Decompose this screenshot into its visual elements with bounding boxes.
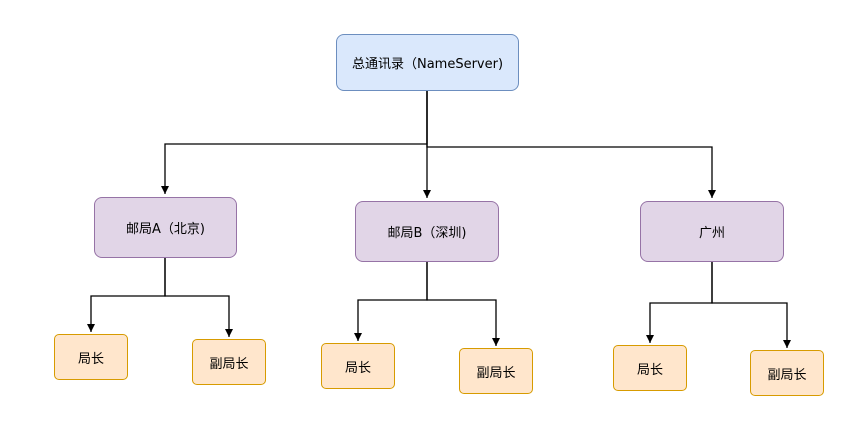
office-node-guangzhou[interactable]: 广州 — [640, 201, 784, 262]
office-node-a[interactable]: 邮局A（北京) — [94, 197, 237, 258]
office-a-deputy-label: 副局长 — [209, 356, 249, 372]
edge-office-a-to-deputy — [164, 258, 233, 337]
guangzhou-chief-label: 局长 — [636, 362, 663, 378]
guangzhou-deputy-node[interactable]: 副局长 — [750, 350, 824, 396]
guangzhou-chief-node[interactable]: 局长 — [613, 345, 687, 391]
guangzhou-deputy-label: 副局长 — [767, 367, 807, 383]
edge-office-b-to-chief — [354, 262, 428, 341]
office-guangzhou-label: 广州 — [698, 226, 725, 241]
edge-guangzhou-to-chief — [646, 262, 713, 343]
root-node-nameserver[interactable]: 总通讯录（NameServer) — [336, 34, 519, 91]
edge-root-to-office-a — [161, 91, 428, 194]
office-a-chief-node[interactable]: 局长 — [54, 334, 128, 380]
office-node-b[interactable]: 邮局B（深圳) — [355, 201, 499, 262]
edge-office-b-to-deputy — [426, 262, 500, 346]
office-a-chief-label: 局长 — [77, 351, 104, 367]
office-b-chief-node[interactable]: 局长 — [321, 343, 395, 389]
office-b-deputy-node[interactable]: 副局长 — [459, 348, 533, 394]
office-a-deputy-node[interactable]: 副局长 — [192, 339, 266, 385]
office-b-label: 邮局B（深圳) — [387, 226, 467, 241]
edge-guangzhou-to-deputy — [711, 262, 791, 348]
edge-root-to-guangzhou — [426, 91, 716, 198]
edge-office-a-to-chief — [87, 258, 166, 332]
office-b-deputy-label: 副局长 — [476, 365, 516, 381]
root-node-label: 总通讯录（NameServer) — [351, 57, 504, 72]
office-a-label: 邮局A（北京) — [126, 222, 205, 237]
office-b-chief-label: 局长 — [344, 360, 371, 376]
